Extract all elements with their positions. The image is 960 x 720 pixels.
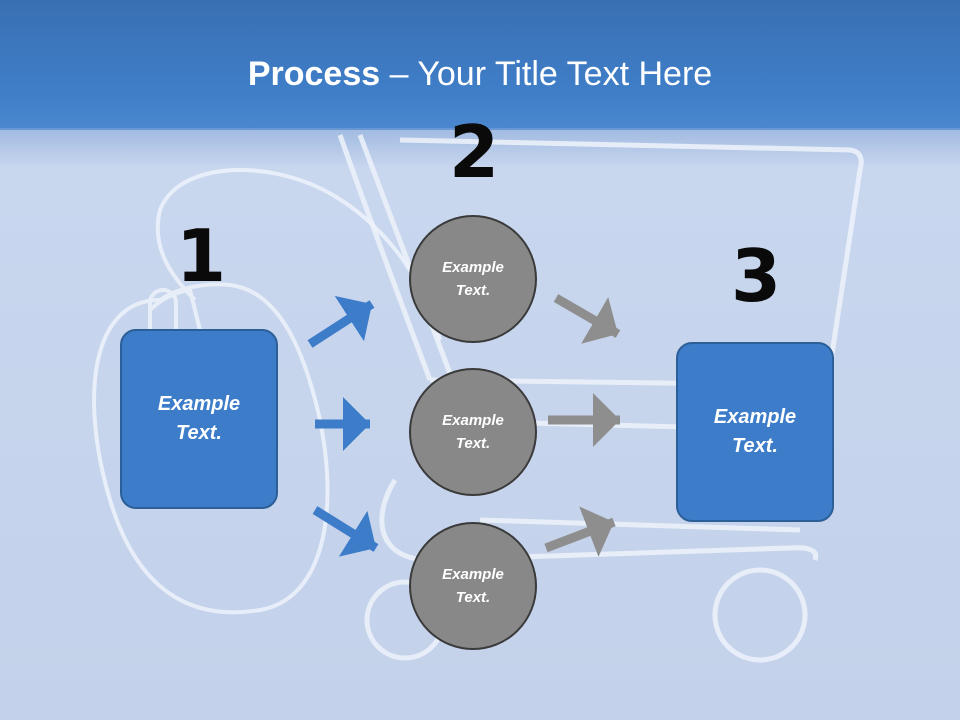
step-3-label: Example Text. [713, 406, 797, 457]
step-2-circle-1-label: Example Text. [442, 259, 504, 299]
step-1-label: Example Text. [157, 393, 241, 444]
title-text: – Your Title Text Here [380, 55, 713, 93]
step-2-circle-2-label: Example Text. [442, 412, 504, 452]
step-2-circle-3: Example Text. [409, 522, 537, 650]
step-3-box: Example Text. [676, 342, 834, 522]
arrow-icon [307, 295, 375, 348]
step-number-1: 1 [176, 214, 227, 298]
step-number-2: 2 [449, 110, 500, 194]
title-bar [0, 0, 960, 130]
page-title: Process – Your Title Text Here [0, 52, 960, 96]
step-1-box: Example Text. [120, 329, 278, 509]
step-2-circle-1: Example Text. [409, 215, 537, 343]
arrow-icon [312, 506, 379, 557]
step-number-3: 3 [731, 234, 782, 318]
arrow-icon [544, 506, 616, 557]
arrow-icon [553, 294, 621, 344]
step-2-circle-3-label: Example Text. [442, 566, 504, 606]
step-2-circle-2: Example Text. [409, 368, 537, 496]
title-bold: Process [247, 55, 381, 93]
